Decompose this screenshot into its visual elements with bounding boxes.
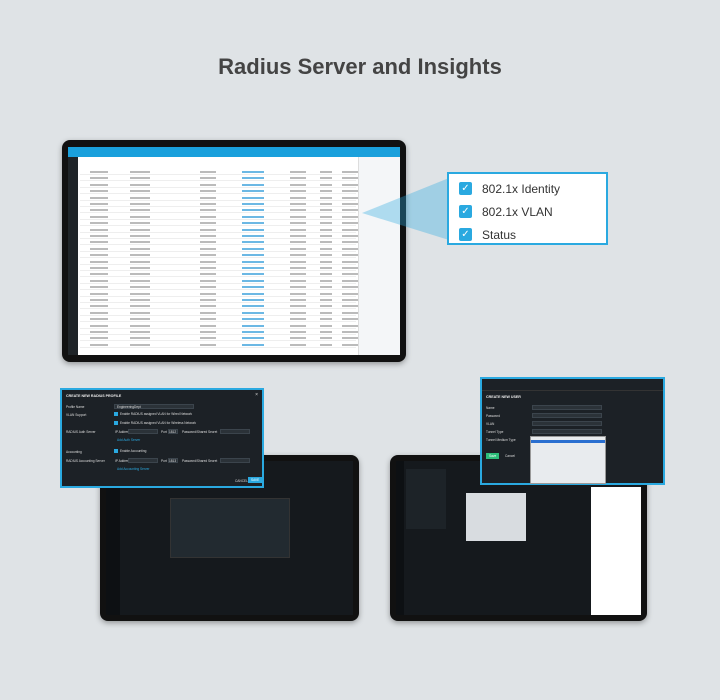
option-label: 802.1x Identity — [482, 181, 561, 196]
vlan-wireless-checkbox[interactable]: Enable RADIUS assigned VLAN for Wireless… — [114, 421, 196, 426]
label: Port — [161, 459, 167, 463]
label: IP Address — [115, 459, 131, 463]
label: Name — [486, 406, 495, 410]
label: Password — [486, 414, 500, 418]
option-label: 802.1x VLAN — [482, 204, 553, 219]
table-row[interactable] — [80, 303, 358, 310]
label: Password/Shared Secret — [182, 459, 218, 463]
table-row[interactable] — [80, 233, 358, 239]
table-row[interactable] — [80, 214, 358, 220]
table-row[interactable] — [80, 342, 358, 348]
auth-secret-input[interactable] — [220, 429, 250, 434]
table-row[interactable] — [80, 259, 358, 265]
create-radius-profile-dialog: CREATE NEW RADIUS PROFILE × Profile Name… — [60, 388, 264, 488]
table-row[interactable] — [80, 182, 358, 188]
table-row[interactable] — [80, 278, 358, 284]
auth-ip-input[interactable] — [128, 429, 158, 434]
checkbox-checked-icon: ✓ — [459, 228, 472, 241]
table-row[interactable] — [80, 297, 358, 303]
insights-screen — [68, 147, 400, 355]
columns-callout: ✓ 802.1x Identity ✓ 802.1x VLAN ✓ Status — [447, 172, 608, 245]
checkbox-checked-icon: ✓ — [459, 205, 472, 218]
sidebar — [68, 157, 78, 355]
table-row[interactable] — [80, 246, 358, 252]
table-row[interactable] — [80, 175, 358, 182]
table-row[interactable] — [80, 310, 358, 316]
add-accounting-server-link[interactable]: Add Accounting Server — [117, 467, 150, 471]
column-settings-panel — [358, 157, 400, 355]
users-screen — [396, 461, 641, 615]
acct-secret-input[interactable] — [220, 458, 250, 463]
option-label: Status — [482, 227, 517, 242]
table-row[interactable] — [80, 329, 358, 335]
add-auth-server-link[interactable]: Add Auth Server — [117, 438, 141, 442]
label: Profile Name — [66, 405, 85, 409]
name-input[interactable] — [532, 405, 602, 410]
page-title: Radius Server and Insights — [218, 54, 502, 79]
dialog-title: CREATE NEW RADIUS PROFILE — [66, 394, 122, 398]
save-button[interactable]: SAVE — [248, 477, 263, 483]
profile-name-input[interactable]: EngineeringDept — [114, 404, 194, 409]
table-row[interactable] — [80, 227, 358, 233]
label: RADIUS Accounting Server — [66, 459, 105, 463]
tablet-insights — [62, 140, 406, 362]
table-row[interactable] — [80, 323, 358, 329]
table-row[interactable] — [80, 284, 358, 291]
column-option-vlan[interactable]: ✓ 802.1x VLAN — [449, 200, 606, 223]
create-user-dialog: CREATE NEW USER Name Password VLAN Tunne… — [480, 377, 665, 485]
acct-ip-input[interactable] — [128, 458, 158, 463]
auth-port-input[interactable]: 1812 — [168, 429, 178, 434]
table-row[interactable] — [80, 265, 358, 271]
cancel-button[interactable]: Cancel — [505, 454, 515, 458]
table-row[interactable] — [80, 252, 358, 259]
table-row[interactable] — [80, 201, 358, 207]
table-row[interactable] — [80, 335, 358, 342]
top-bar — [68, 147, 400, 157]
column-option-status[interactable]: ✓ Status — [449, 223, 606, 246]
close-icon[interactable]: × — [255, 392, 258, 398]
column-option-identity[interactable]: ✓ 802.1x Identity — [449, 177, 606, 200]
table-row[interactable] — [80, 169, 358, 175]
tunnel-medium-dropdown[interactable] — [530, 436, 606, 484]
label: Accounting — [66, 450, 82, 454]
label: VLAN Support — [66, 413, 87, 417]
cancel-button[interactable]: CANCEL — [235, 479, 248, 483]
tunnel-type-select[interactable] — [532, 429, 602, 434]
table-row[interactable] — [80, 207, 358, 214]
table-row[interactable] — [80, 291, 358, 297]
table-row[interactable] — [80, 271, 358, 278]
checkbox-checked-icon: ✓ — [459, 182, 472, 195]
table-row[interactable] — [80, 195, 358, 201]
table-row[interactable] — [80, 316, 358, 323]
label: Tunnel Type — [486, 430, 504, 434]
save-button[interactable]: Save — [486, 453, 500, 459]
dialog-title: CREATE NEW USER — [486, 395, 521, 399]
label: Port — [161, 430, 167, 434]
vlan-wired-checkbox[interactable]: Enable RADIUS assigned VLAN for Wired Ne… — [114, 412, 192, 417]
vlan-input[interactable] — [532, 421, 602, 426]
label: Password/Shared Secret — [182, 430, 218, 434]
table-row[interactable] — [80, 239, 358, 246]
acct-port-input[interactable]: 1813 — [168, 458, 178, 463]
table-row[interactable] — [80, 188, 358, 195]
enable-accounting-checkbox[interactable]: Enable Accounting — [114, 449, 146, 454]
label: Tunnel Medium Type — [486, 438, 516, 442]
table-row[interactable] — [80, 220, 358, 227]
label: IP Address — [115, 430, 131, 434]
password-input[interactable] — [532, 413, 602, 418]
label: RADIUS Auth Server — [66, 430, 96, 434]
label: VLAN — [486, 422, 495, 426]
